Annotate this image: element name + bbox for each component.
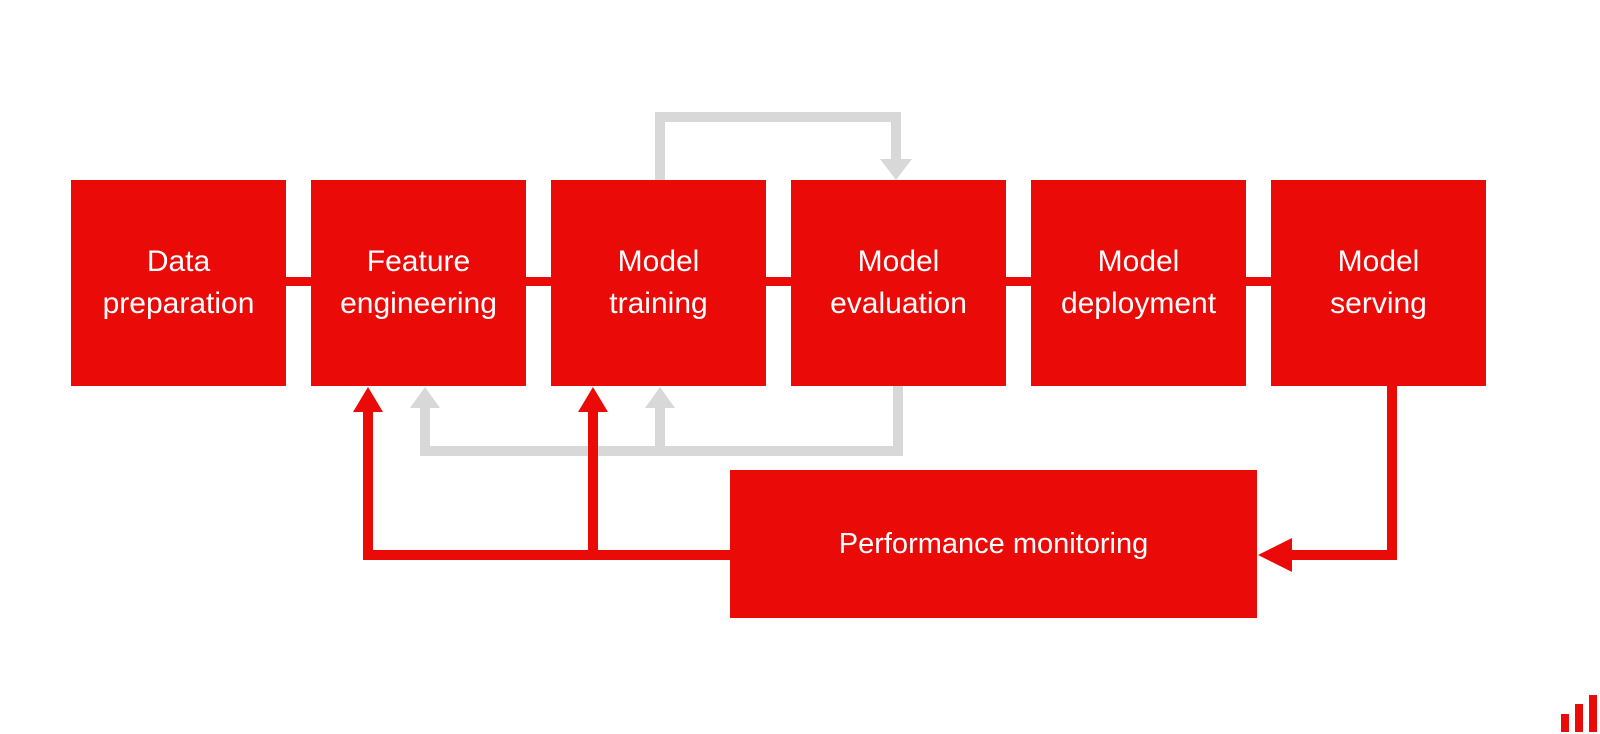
stage-box-model-evaluation: Model evaluation — [791, 180, 1006, 386]
edge-segment — [1387, 386, 1397, 560]
stage-label-line: Model — [617, 245, 700, 278]
connector-line — [765, 277, 792, 286]
edge-segment — [420, 406, 430, 448]
arrowhead-down-icon — [880, 159, 912, 180]
stage-box-performance-monitoring: Performance monitoring — [730, 470, 1257, 618]
connector-line — [285, 277, 312, 286]
stage-label: Performance monitoring — [838, 527, 1149, 560]
logo-bar — [1589, 695, 1597, 732]
stage-label-line: Model — [1097, 245, 1180, 278]
stage-box-feature-engineering: Feature engineering — [311, 180, 526, 386]
edge-segment — [891, 112, 901, 159]
stage-label-line: deployment — [1060, 287, 1217, 320]
logo-bar — [1561, 714, 1569, 732]
stage-label-line: preparation — [102, 287, 255, 320]
stage-label-line: Feature — [366, 245, 471, 278]
edge-segment — [363, 550, 730, 560]
stage-box-model-serving: Model serving — [1271, 180, 1486, 386]
edge-segment — [1288, 550, 1397, 560]
edge-segment — [655, 112, 901, 122]
arrowhead-up-icon — [410, 387, 440, 408]
edge-segment — [655, 117, 665, 180]
connector-line — [1245, 277, 1272, 286]
stage-label-line: training — [609, 287, 708, 320]
arrowhead-left-icon — [1258, 538, 1292, 572]
logo-bar — [1575, 704, 1583, 732]
edge-segment — [588, 410, 598, 560]
edge-segment — [363, 410, 373, 560]
arrowhead-up-icon — [645, 387, 675, 408]
edge-segment — [893, 386, 903, 456]
edge-segment — [655, 406, 665, 448]
stage-label-line: Data — [146, 245, 211, 278]
edge-segment — [420, 446, 903, 456]
stage-box-model-training: Model training — [551, 180, 766, 386]
stage-label-line: evaluation — [830, 287, 967, 320]
connector-line — [1005, 277, 1032, 286]
stage-box-data-preparation: Data preparation — [71, 180, 286, 386]
stage-label-line: Model — [1337, 245, 1420, 278]
bar-chart-logo-icon — [1561, 695, 1597, 732]
stage-box-model-deployment: Model deployment — [1031, 180, 1246, 386]
stage-label-line: Model — [857, 245, 940, 278]
arrowhead-up-icon — [353, 387, 383, 412]
connector-line — [525, 277, 552, 286]
stage-label-line: serving — [1330, 287, 1427, 320]
arrowhead-up-icon — [578, 387, 608, 412]
stage-label-line: engineering — [340, 287, 497, 320]
